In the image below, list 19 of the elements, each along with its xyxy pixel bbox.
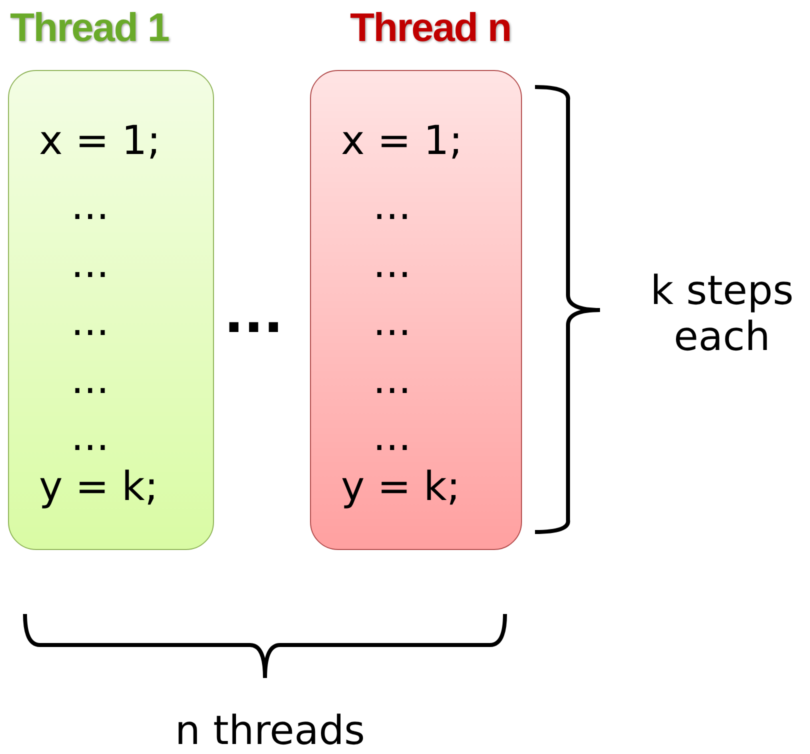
- code-line: ...: [71, 414, 110, 460]
- code-line: x = 1;: [39, 118, 161, 164]
- code-line: ...: [71, 299, 110, 345]
- ellipsis: ...: [224, 292, 284, 338]
- code-line: ...: [373, 183, 412, 229]
- code-line: y = k;: [341, 464, 460, 510]
- code-line: y = k;: [39, 464, 158, 510]
- code-line: ...: [373, 299, 412, 345]
- code-line: ...: [71, 241, 110, 287]
- code-line: ...: [71, 183, 110, 229]
- brace-label: k steps each: [649, 268, 795, 360]
- thread-title: Thread n: [350, 5, 511, 51]
- code-line: ...: [71, 357, 110, 403]
- thread-title: Thread 1: [10, 5, 169, 51]
- code-line: ...: [373, 357, 412, 403]
- code-line: ...: [373, 414, 412, 460]
- brace-label: n threads: [175, 708, 366, 754]
- code-line: x = 1;: [341, 118, 463, 164]
- code-line: ...: [373, 241, 412, 287]
